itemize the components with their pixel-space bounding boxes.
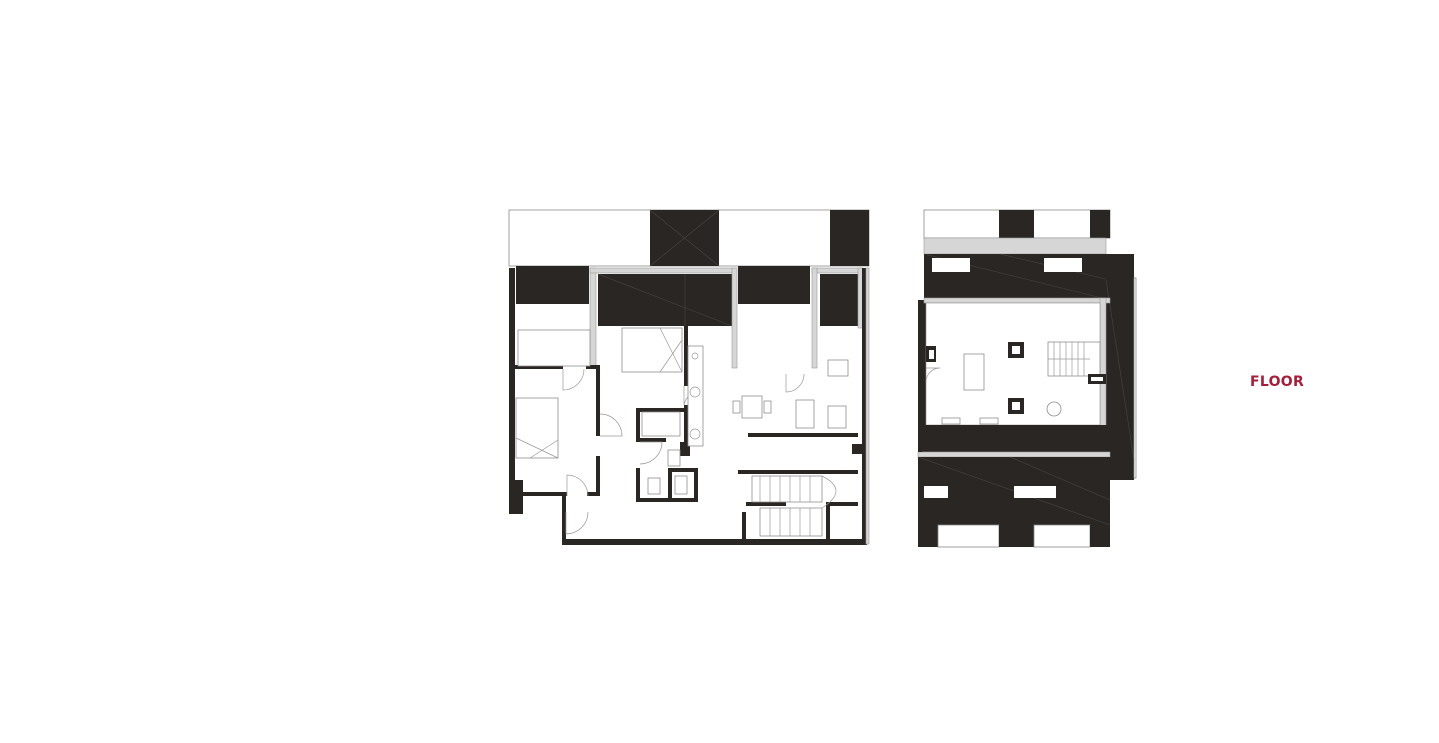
upper-stairs (1047, 341, 1106, 384)
top-corner-block (830, 210, 869, 266)
lower-stairs (751, 475, 837, 537)
bed-2 (621, 327, 683, 373)
kitchen-wall (748, 433, 858, 437)
pool-table (963, 353, 985, 391)
armchair-2 (827, 405, 847, 429)
floor-label: FLOOR (1250, 374, 1305, 390)
balcony-block-1 (516, 266, 589, 304)
upper-floor-plan (917, 209, 1137, 548)
south-wall (562, 539, 867, 545)
balcony-block-4 (820, 274, 860, 326)
dining-table (741, 395, 763, 419)
armchair-1 (795, 399, 815, 429)
bathtub (641, 411, 681, 437)
west-wall (509, 268, 515, 514)
upper-roof-bottom (918, 425, 1110, 457)
east-wall (862, 268, 866, 544)
bed-3 (515, 397, 559, 459)
bed-1 (517, 329, 591, 367)
round-table (1046, 401, 1062, 417)
kitchen-counter (687, 345, 704, 447)
lower-floor-plan (508, 209, 870, 545)
balcony-block-3 (738, 266, 810, 304)
